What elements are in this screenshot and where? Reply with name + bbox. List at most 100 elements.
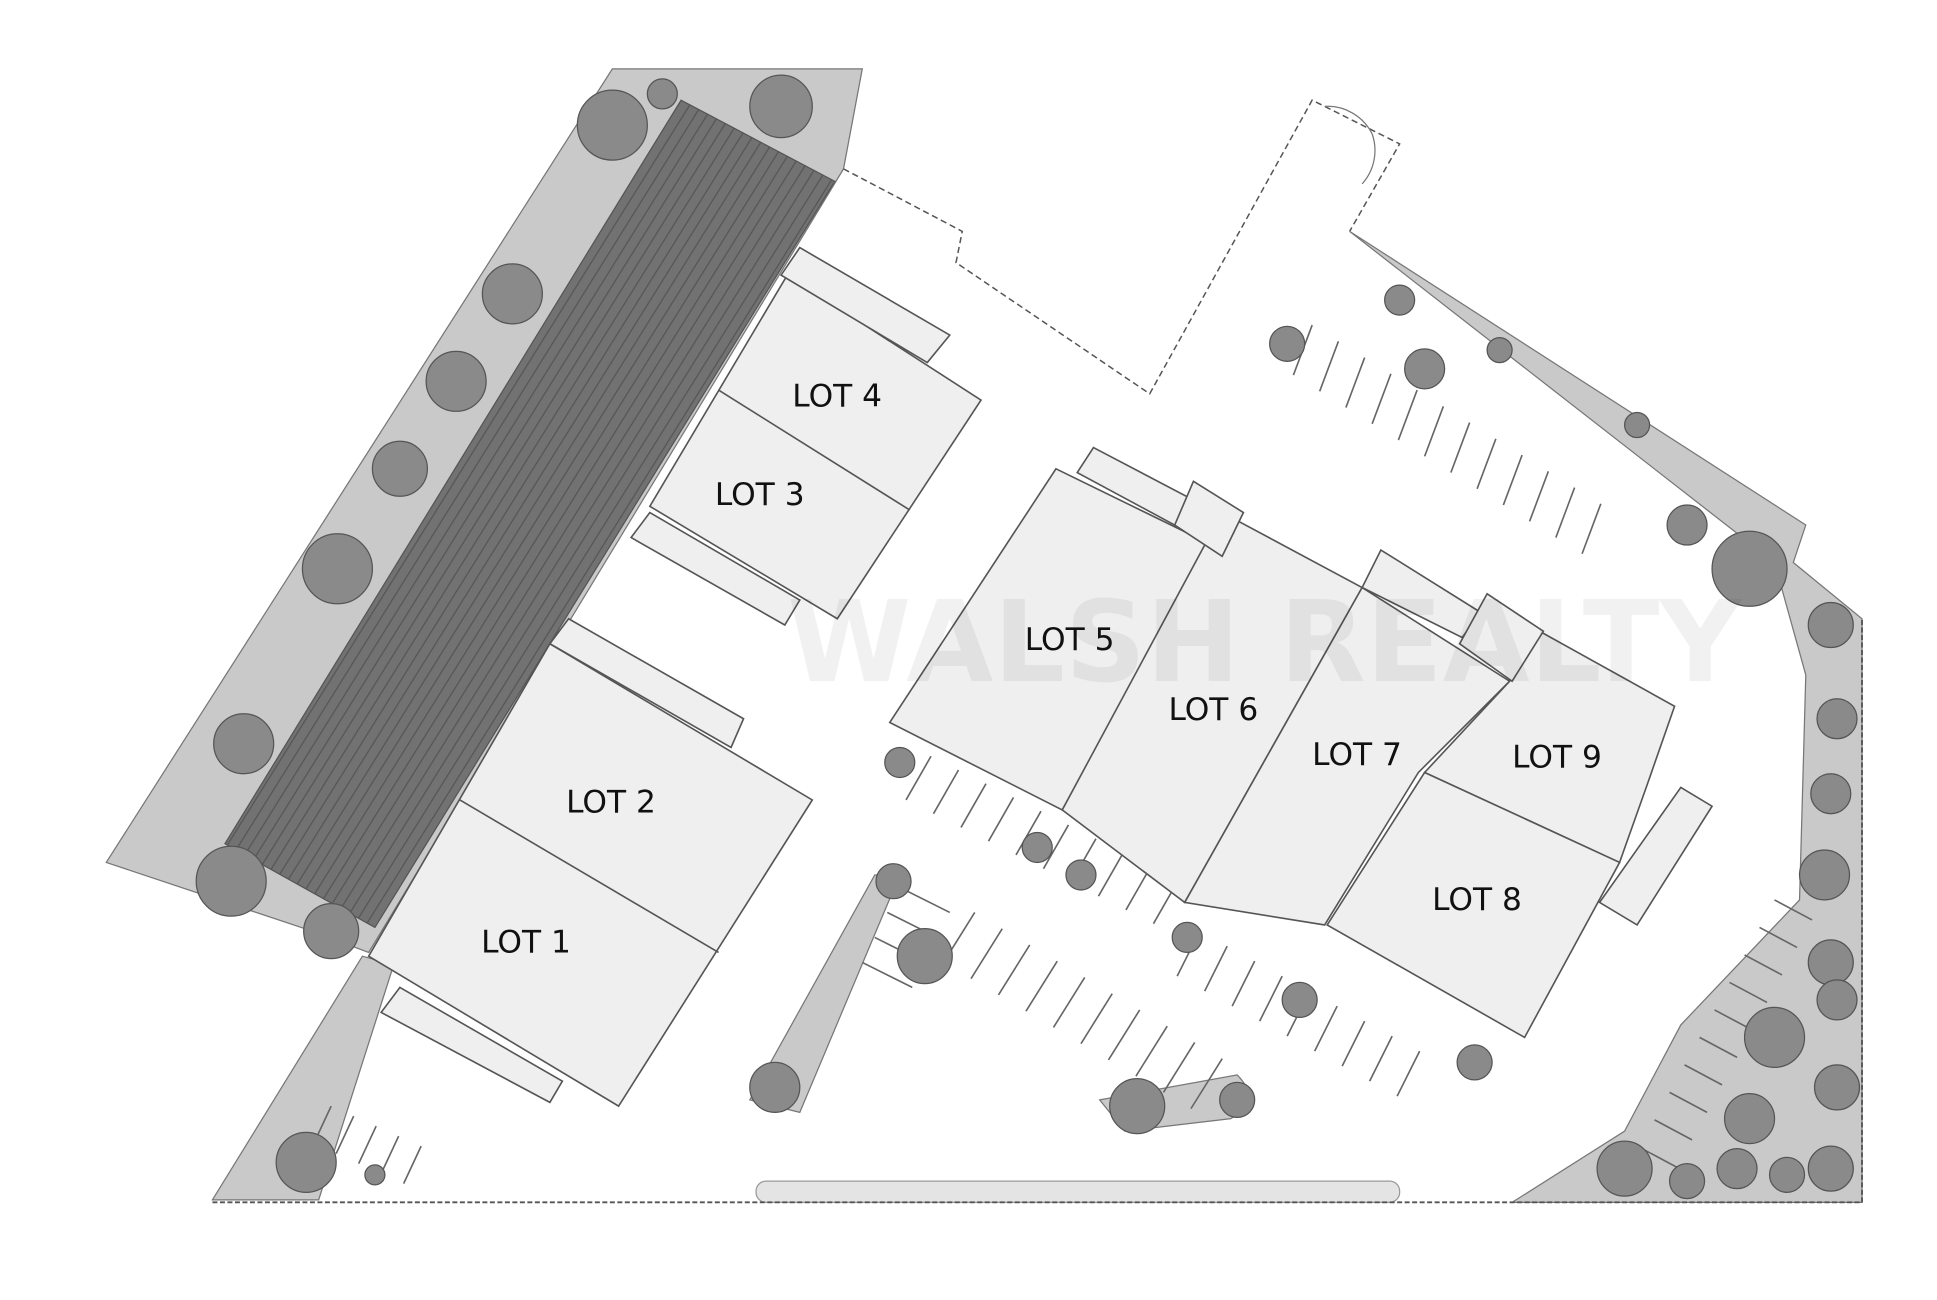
parking-stall-line [1450,422,1471,473]
parking-stall-line [335,1115,355,1154]
parking-stall-line [1397,389,1418,441]
parking-stall-line [1107,1009,1141,1061]
tree-icon [1456,1044,1493,1081]
parking-paving [224,99,836,929]
parking-stall-line [1080,993,1113,1045]
tree-icon [1798,849,1851,901]
tree-icon [1171,921,1203,954]
tree-icon [195,845,267,917]
tree-icon [1716,1147,1758,1190]
parking-stall-line [1025,960,1058,1012]
parking-stall-line [1759,926,1798,949]
tree-icon [1807,1145,1854,1192]
parking-stall-line [932,769,960,815]
lot-1-2-building [367,642,814,1108]
parking-stall-line [1203,945,1228,992]
tree-icon [576,89,648,161]
parking-stall-line [357,1125,377,1164]
parking-stall-line [1042,824,1070,870]
tree-icon [364,1164,386,1186]
parking-stall-line [402,1145,422,1184]
tree-icon [371,440,429,497]
buildings [367,246,1714,1108]
tree-icon [275,1131,337,1193]
lot-7-building [1183,586,1511,926]
parking-stall-line [1744,954,1783,976]
tree-icon [1384,284,1416,316]
parking-stall-line [1654,1119,1693,1141]
parking-stall-line [1345,357,1366,408]
tree-icon [646,78,678,110]
parking-stall-line [1669,1091,1708,1114]
tree-icon [1723,1093,1776,1145]
lot-label-4[interactable]: LOT 4 [792,378,882,414]
tree-icon [1807,601,1854,649]
parking-stall-line [1699,1036,1738,1059]
parking-stall-line [1135,1025,1168,1077]
parking-stall-line [1774,899,1813,921]
tree-icon [481,263,543,325]
tree-icon [213,713,275,775]
gate-icon [1324,105,1376,185]
tree-icon [1109,1078,1166,1135]
parking-stall-line [1097,852,1125,897]
parking-stall-line [1476,438,1497,490]
parking-stall-line [1396,1050,1421,1097]
tree-icon [1743,1006,1806,1069]
parking-stall-line [1371,373,1392,425]
parking-stall-line [1015,810,1042,856]
lot-label-8[interactable]: LOT 8 [1432,882,1522,918]
lot-label-5[interactable]: LOT 5 [1025,622,1115,658]
lot-label-7[interactable]: LOT 7 [1312,737,1402,773]
tree-icon [1269,325,1306,362]
tree-icon [1816,979,1858,1021]
tree-icon [1404,348,1446,390]
tree-icon [1281,981,1318,1019]
parking-stall-line [1341,1020,1366,1067]
tree-icon [1666,504,1708,546]
tree-icon [749,1061,801,1114]
tree-icon [1810,773,1852,815]
tree-icon [875,863,912,900]
landscape-bottom-strip [755,1180,1401,1203]
tree-icon [749,74,813,139]
parking-stall-line [1729,981,1768,1004]
parking-stall-line [987,797,1015,842]
lot-label-3[interactable]: LOT 3 [715,477,805,513]
parking-stall-line [1714,1009,1753,1031]
tree-icon [1668,1162,1706,1200]
tree-icon [1711,530,1788,607]
parking-stall-line [1684,1064,1723,1086]
parking-stall-line [960,783,987,828]
lot-3-4-building [648,273,983,620]
lot-label-2[interactable]: LOT 2 [566,784,656,820]
parking-stall-line [380,1135,400,1174]
tree-icon [1486,336,1513,364]
lot-8-building [1326,771,1621,1039]
parking-stall-line [1052,976,1086,1028]
parking-stall-line [1313,1005,1338,1052]
site-boundary [212,618,1863,1204]
parking-stall-line [1581,503,1602,555]
landscape-strip-east [1349,230,1863,1203]
parking-stall-line [1555,487,1576,538]
parking-stall-line [1258,975,1283,1022]
tree-icon [1623,411,1651,439]
parking-stall-line [1528,471,1550,522]
parking-stall-line [1231,960,1256,1007]
lot-label-6[interactable]: LOT 6 [1168,692,1258,728]
tree-icon [301,533,374,605]
lot-label-9[interactable]: LOT 9 [1512,739,1602,775]
lot-label-1[interactable]: LOT 1 [481,924,571,960]
tree-icon [1596,1140,1653,1197]
tree-icon [1219,1081,1256,1119]
tree-icon [1813,1064,1861,1111]
parking-stall-line [1190,1058,1223,1110]
trees [195,74,1861,1200]
tree-icon [1816,698,1858,740]
tree-icon [884,746,916,779]
tree-icon [1065,859,1097,891]
tree-icon [1768,1156,1806,1193]
parking-stall-line [861,961,913,989]
parking-stall-line [970,928,1003,980]
